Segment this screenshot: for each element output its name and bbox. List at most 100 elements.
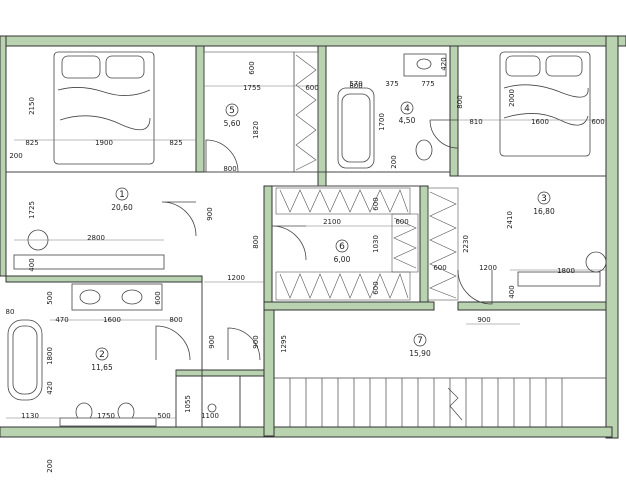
dim-label: 1130	[21, 412, 39, 420]
wall-bath4-right	[449, 45, 459, 177]
dim-label: 420	[46, 381, 54, 394]
room-2-marker	[95, 347, 109, 361]
dim-label: 375	[385, 80, 398, 88]
dimension-labels: 600 1755 600 1820 800 570 375 420 800 17…	[6, 57, 605, 472]
wall-bath4-left	[317, 45, 327, 187]
dimension-lines	[6, 85, 606, 419]
dim-label: 600	[372, 197, 380, 210]
bathtub-inner	[341, 93, 371, 163]
zigzag	[279, 273, 409, 299]
dim-label: 1800	[46, 347, 54, 365]
chair-room3	[585, 251, 607, 273]
dim-label: 800	[349, 82, 362, 90]
dim-label: 420	[440, 57, 448, 70]
doors	[155, 119, 493, 361]
duvet-fold	[59, 115, 151, 131]
room-2-number: 2	[99, 350, 105, 360]
dim-label: 1295	[280, 335, 288, 353]
sink-bowl	[416, 58, 432, 70]
bed-room3	[499, 51, 591, 157]
duvet-fold	[503, 84, 589, 98]
dim-label: 800	[252, 235, 260, 248]
room-7-number: 7	[417, 336, 423, 346]
dim-label: 470	[55, 316, 68, 324]
dim-label: 600	[154, 291, 162, 304]
dim-label: 80	[6, 308, 15, 316]
pillow	[105, 55, 145, 79]
wardrobes	[203, 51, 459, 301]
dim-label: 600	[591, 118, 604, 126]
wardrobe-zigzag-a	[293, 51, 319, 173]
room-4: 4 4,50	[399, 101, 416, 125]
dim-label: 1820	[252, 121, 260, 139]
room-2: 2 11,65	[91, 347, 113, 372]
room-4-number: 4	[404, 104, 410, 114]
dim-label: 1900	[95, 139, 113, 147]
bed-frame	[53, 51, 155, 165]
dim-label: 1750	[97, 412, 115, 420]
dim-label: 1800	[557, 267, 575, 275]
desk-room1	[13, 254, 165, 270]
bed-frame	[499, 51, 591, 157]
wall-wc-top	[175, 369, 273, 377]
dim-label: 2410	[506, 211, 514, 229]
room-6-number: 6	[339, 242, 345, 252]
wardrobe-bottom	[275, 271, 411, 301]
wall-room3-bottom	[457, 301, 607, 311]
room-7-area: 15,90	[409, 349, 431, 358]
door-room3	[457, 269, 493, 305]
room-3: 3 16,80	[533, 191, 555, 216]
door-room4	[429, 119, 459, 149]
room-1: 1 20,60	[111, 187, 133, 212]
dim-label: 825	[169, 139, 182, 147]
dim-label: 2150	[28, 97, 36, 115]
room-2-area: 11,65	[91, 363, 113, 372]
wardrobe-room3	[427, 187, 459, 301]
dim-label: 400	[28, 258, 36, 271]
door-room2	[155, 325, 191, 361]
wall-right	[605, 35, 619, 439]
room-3-number: 3	[541, 194, 547, 204]
dim-label: 600	[248, 61, 256, 74]
pillow	[61, 55, 101, 79]
room-7: 7 15,90	[409, 333, 431, 358]
bathtub-room4	[337, 87, 375, 169]
wall-bath5-left	[195, 45, 205, 173]
zigzag	[279, 189, 409, 213]
dim-label: 1055	[184, 395, 192, 413]
wall-stair-left	[263, 309, 275, 437]
dim-label: 200	[9, 152, 22, 160]
stairs	[274, 377, 606, 427]
fixtures	[7, 53, 607, 427]
room-5-number: 5	[229, 106, 235, 116]
dim-label: 600	[433, 264, 446, 272]
wall-wardrobe-left	[263, 185, 273, 307]
wall-bath2-top	[5, 275, 203, 283]
dim-label: 1600	[103, 316, 121, 324]
dim-label: 600	[395, 218, 408, 226]
bathtub-inner	[12, 325, 38, 395]
dim-label: 800	[456, 95, 464, 108]
bathtub-room2	[7, 319, 43, 401]
room-5: 5 5,60	[224, 103, 241, 128]
bed-room1	[53, 51, 155, 165]
dim-label: 800	[169, 316, 182, 324]
dim-label: 1700	[378, 113, 386, 131]
dim-label: 600	[372, 281, 380, 294]
dim-label: 200	[46, 459, 54, 472]
wall-hall-bottom	[263, 301, 435, 311]
dim-label: 900	[206, 207, 214, 220]
dim-label: 600	[305, 84, 318, 92]
wall-wardrobe-right	[419, 185, 429, 307]
room-6-marker	[335, 239, 349, 253]
stair-break	[447, 387, 463, 421]
toilet-room4	[415, 139, 433, 161]
dim-label: 1600	[531, 118, 549, 126]
desk-room3	[517, 271, 601, 287]
dim-label: 1200	[227, 274, 245, 282]
door-room5	[205, 139, 239, 173]
dim-label: 900	[208, 335, 216, 348]
wall-bottom	[0, 426, 613, 438]
dim-label: 500	[46, 291, 54, 304]
pillow	[505, 55, 541, 77]
